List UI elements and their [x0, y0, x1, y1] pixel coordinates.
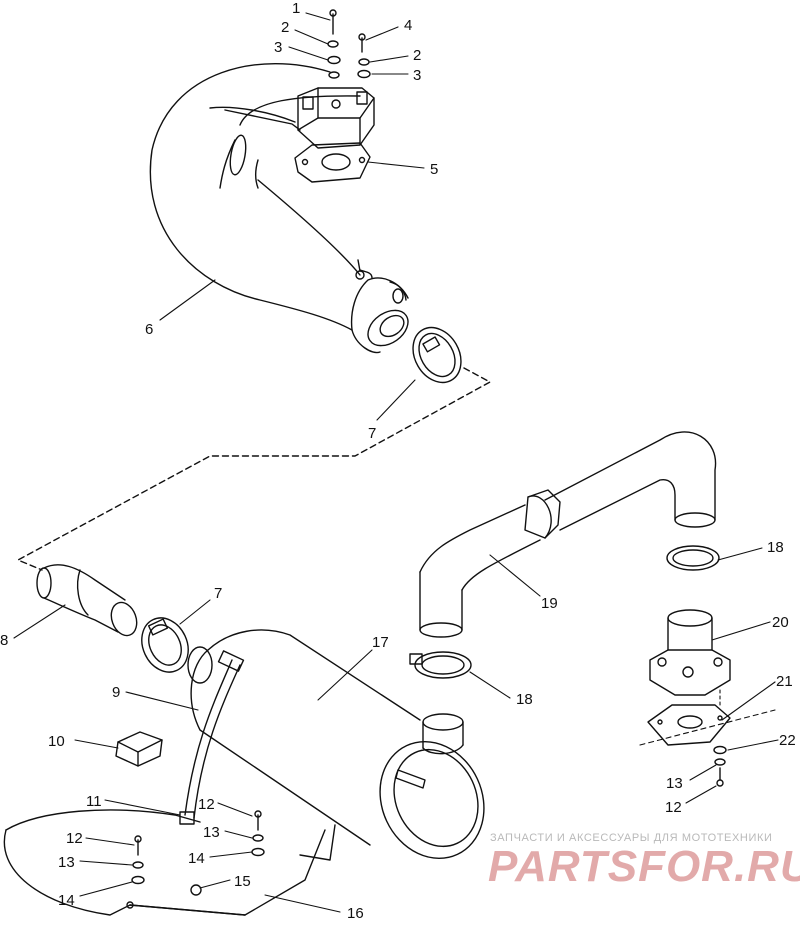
callout-18: 18 [767, 539, 784, 556]
connector-pipe-19 [419, 431, 717, 638]
callout-20: 20 [772, 614, 789, 631]
clamp-upper [412, 326, 462, 384]
mounting-bracket-16 [3, 809, 336, 916]
callout-19: 19 [541, 595, 558, 612]
callout-22: 22 [779, 732, 796, 749]
callout-1: 1 [292, 0, 300, 17]
callout-7: 7 [214, 585, 222, 602]
clamp-18-lower [409, 651, 472, 679]
callout-2: 2 [281, 19, 289, 36]
dashed-connection [17, 367, 491, 571]
clamp-lower [141, 617, 189, 673]
watermark-tagline: ЗАПЧАСТИ И АКСЕССУАРЫ ДЛЯ МОТОТЕХНИКИ [490, 832, 773, 844]
clamp-18-right [666, 545, 720, 571]
callout-15: 15 [234, 873, 251, 890]
callout-17: 17 [372, 634, 389, 651]
callout-7: 7 [368, 425, 376, 442]
callout-13: 13 [666, 775, 683, 792]
callout-16: 16 [347, 905, 364, 922]
callout-5: 5 [430, 161, 438, 178]
callout-18: 18 [516, 691, 533, 708]
callout-21: 21 [776, 673, 793, 690]
hanger-strap [179, 650, 245, 825]
watermark-brand-logo: PARTSFOR.RU [488, 842, 800, 891]
callout-10: 10 [48, 733, 65, 750]
tailpipe-8 [36, 564, 138, 637]
hardware-right [713, 745, 727, 787]
callout-11: 11 [86, 793, 102, 810]
callout-12: 12 [665, 799, 682, 816]
callout-13: 13 [58, 854, 75, 871]
callout-3: 3 [413, 67, 421, 84]
callout-9: 9 [112, 684, 120, 701]
callout-6: 6 [145, 321, 153, 338]
leader-lines [13, 12, 779, 913]
muffler-17 [187, 629, 485, 860]
exhaust-pipe-upper [149, 62, 409, 354]
callout-2: 2 [413, 47, 421, 64]
rubber-pad-10 [115, 731, 163, 767]
callout-12: 12 [66, 830, 83, 847]
manifold-flange-assembly [294, 9, 375, 183]
callout-8: 8 [0, 632, 8, 649]
callout-4: 4 [404, 17, 412, 34]
outlet-flange-20 [647, 609, 731, 746]
callout-13: 13 [203, 824, 220, 841]
hardware-left [131, 810, 265, 885]
callout-3: 3 [274, 39, 282, 56]
callout-12: 12 [198, 796, 215, 813]
callout-14: 14 [188, 850, 205, 867]
callout-14: 14 [58, 892, 75, 909]
